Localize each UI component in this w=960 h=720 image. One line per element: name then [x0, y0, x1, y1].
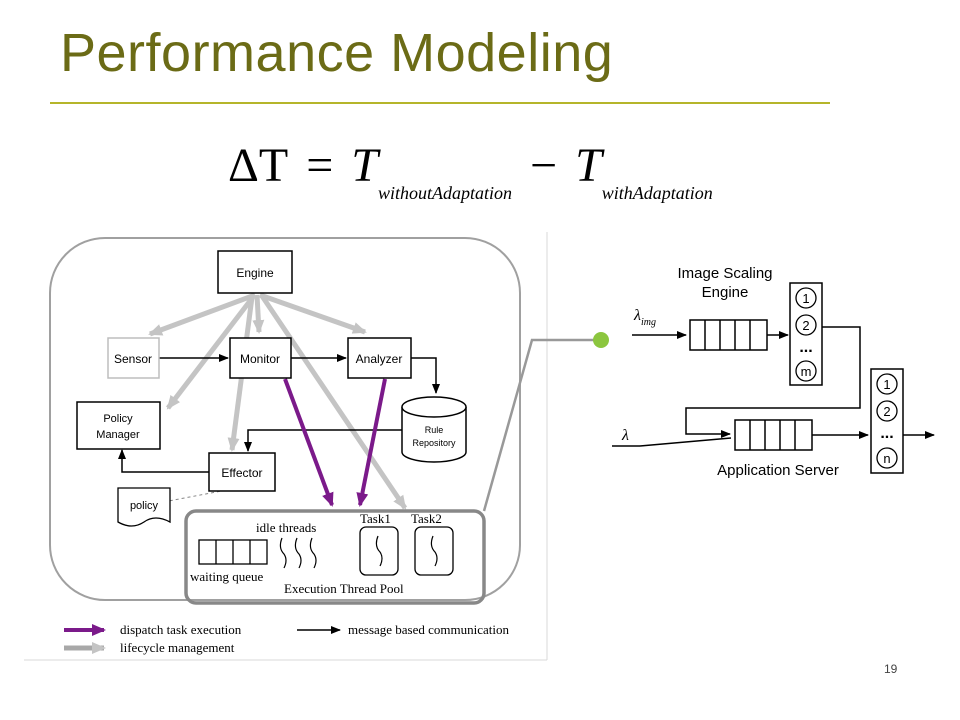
lambda-img: λimg: [633, 307, 656, 328]
delta-t-formula: ΔT = TwithoutAdaptation − TwithAdaptatio…: [228, 138, 713, 204]
rule-repository-label-2: Repository: [412, 438, 456, 448]
title-divider: [50, 102, 830, 104]
engine-label: Engine: [236, 266, 274, 280]
image-engine-label-2: Engine: [702, 284, 749, 301]
image-engine-label-1: Image Scaling: [677, 265, 772, 282]
sensor-box: [107, 337, 160, 379]
policy-manager-box: [76, 401, 161, 450]
server-bottom-dots: ...: [880, 425, 893, 442]
monitor-box: [229, 337, 292, 379]
analyzer-box: [347, 337, 412, 379]
policy-manager-label-2: Manager: [96, 429, 140, 441]
legend-lifecycle-label: lifecycle management: [120, 640, 235, 655]
formula-sub1: withoutAdaptation: [377, 183, 512, 203]
execution-thread-pool-highlight: [184, 509, 486, 605]
legend-message-label: message based communication: [348, 622, 510, 637]
queueing-model-diagram: Image Scaling Engine λimg 1 2 ... m λ: [612, 265, 935, 479]
waiting-queue-icon: [198, 539, 268, 565]
message-arrows: [118, 354, 440, 473]
application-server-queue: [734, 419, 813, 451]
legend: dispatch task execution lifecycle manage…: [64, 622, 510, 655]
server-bottom-1: 1: [883, 377, 890, 392]
server-top-m: m: [801, 364, 812, 379]
server-top-1: 1: [802, 291, 809, 306]
legend-dispatch-label: dispatch task execution: [120, 622, 242, 637]
formula-t1: T: [351, 139, 378, 192]
formula-minus: −: [529, 139, 558, 192]
self-adaptive-architecture-diagram: Engine Sensor Monitor Analyzer Policy Ma…: [24, 232, 548, 661]
server-bottom-2: 2: [883, 404, 890, 419]
task1-label: Task1: [360, 511, 391, 526]
formula-t2: T: [575, 139, 602, 192]
formula-equals: =: [306, 139, 334, 192]
rule-repository: Rule Repository: [401, 396, 467, 463]
idle-threads-label: idle threads: [256, 520, 316, 535]
effector-box: [208, 452, 276, 492]
analyzer-label: Analyzer: [356, 352, 403, 366]
page-number: 19: [884, 662, 898, 676]
idle-threads-icon: [279, 537, 317, 569]
policy-label: policy: [130, 500, 159, 512]
rule-repository-label-1: Rule: [425, 425, 444, 435]
policy-manager-label-1: Policy: [103, 413, 133, 425]
lambda: λ: [621, 427, 629, 444]
engine-box: [217, 250, 293, 294]
monitor-label: Monitor: [240, 352, 280, 366]
server-bottom-n: n: [883, 451, 890, 466]
zoom-connector: [482, 332, 609, 512]
formula-delta-t: ΔT: [228, 139, 289, 192]
server-top-dots: ...: [799, 339, 812, 356]
task2-label: Task2: [411, 511, 442, 526]
system-container: [49, 237, 521, 601]
execution-pool-label: Execution Thread Pool: [284, 581, 404, 596]
sensor-label: Sensor: [114, 352, 152, 366]
waiting-queue-label: waiting queue: [190, 569, 264, 584]
policy-document: [117, 487, 171, 527]
dispatch-arrows: [283, 378, 387, 507]
image-engine-queue: [689, 319, 768, 351]
effector-label: Effector: [221, 466, 262, 480]
formula-sub2: withAdaptation: [601, 183, 713, 203]
slide-title: Performance Modeling: [60, 23, 614, 83]
connector-dot: [593, 332, 609, 348]
server-top-2: 2: [802, 318, 809, 333]
application-server-label: Application Server: [717, 462, 839, 479]
